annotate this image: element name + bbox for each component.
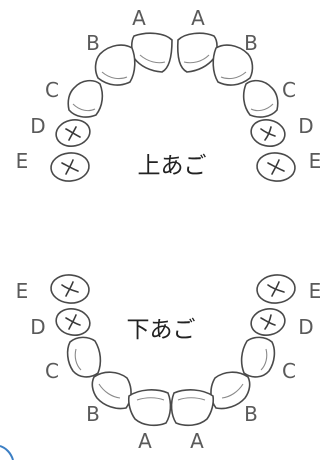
upper-letter-a-left: A bbox=[132, 6, 146, 30]
upper-letter-b-right: B bbox=[244, 31, 258, 55]
upper-tooth-a-left bbox=[130, 32, 173, 73]
upper-letter-e-left: E bbox=[16, 149, 29, 173]
lower-jaw-label: 下あご bbox=[127, 317, 196, 343]
lower-tooth-e-right bbox=[256, 274, 296, 304]
upper-tooth-e-left bbox=[50, 152, 90, 182]
lower-tooth-d-left bbox=[55, 308, 91, 336]
lower-tooth-c-left bbox=[66, 336, 102, 378]
lower-letter-a-right: A bbox=[190, 429, 204, 453]
upper-letter-d-right: D bbox=[298, 114, 313, 138]
lower-jaw: E E D D C C B B A A bbox=[16, 274, 322, 453]
lower-letter-e-left: E bbox=[16, 279, 29, 303]
lower-letter-a-left: A bbox=[138, 429, 152, 453]
upper-letter-a-right: A bbox=[191, 6, 205, 30]
upper-letter-e-right: E bbox=[309, 149, 322, 173]
lower-tooth-c-right bbox=[240, 336, 276, 378]
lower-letter-d-left: D bbox=[30, 315, 45, 339]
upper-tooth-a-right bbox=[176, 32, 218, 73]
upper-tooth-d-right bbox=[250, 119, 286, 147]
upper-tooth-d-left bbox=[55, 119, 91, 147]
lower-tooth-a-left bbox=[127, 389, 172, 427]
upper-tooth-b-right bbox=[212, 44, 254, 86]
upper-tooth-e-right bbox=[256, 152, 296, 182]
lower-letter-c-left: C bbox=[45, 359, 59, 383]
lower-letter-b-right: B bbox=[244, 402, 258, 426]
lower-letter-d-right: D bbox=[298, 315, 313, 339]
upper-tooth-c-left bbox=[67, 79, 104, 118]
upper-tooth-b-left bbox=[94, 44, 136, 86]
upper-tooth-c-right bbox=[242, 79, 279, 118]
lower-tooth-d-right bbox=[250, 308, 286, 336]
upper-jaw: A A B B C C D D E E bbox=[16, 6, 322, 182]
lower-letter-e-right: E bbox=[309, 279, 322, 303]
upper-jaw-label: 上あご bbox=[138, 153, 207, 179]
upper-letter-c-right: C bbox=[282, 78, 296, 102]
corner-arc bbox=[0, 445, 14, 460]
lower-tooth-e-left bbox=[50, 274, 90, 304]
upper-letter-b-left: B bbox=[86, 31, 100, 55]
upper-letter-c-left: C bbox=[45, 78, 59, 102]
lower-tooth-b-left bbox=[91, 371, 132, 410]
lower-letter-c-right: C bbox=[282, 359, 296, 383]
upper-letter-d-left: D bbox=[30, 114, 45, 138]
lower-tooth-a-right bbox=[170, 389, 215, 427]
lower-letter-b-left: B bbox=[86, 402, 100, 426]
